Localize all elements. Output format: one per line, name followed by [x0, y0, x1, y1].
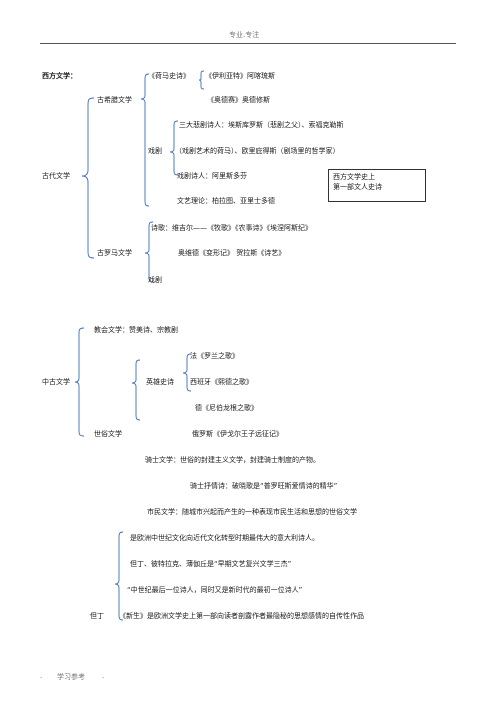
drama-bracket [169, 120, 179, 176]
ancient-bracket [81, 97, 95, 259]
roman-poetry: 诗歌：维吉尔——《牧歌》《农事诗》《埃涅阿斯纪》 [151, 224, 312, 232]
footer-left: . [40, 672, 43, 680]
dante-line-2: 但丁、彼特拉克、薄伽丘是“早期文艺复兴文学三杰” [130, 560, 292, 568]
knight-lyric: 骑士抒情诗：破晓歌是“普罗旺斯爱情诗的精华” [190, 482, 338, 490]
heroic-bracket [131, 359, 141, 421]
heroic-epic-label: 英雄史诗 [146, 378, 174, 386]
france-epic: 法《罗兰之歌》 [190, 352, 239, 360]
secular-literature-label: 世俗文学 [94, 430, 122, 438]
western-title: 西方文学： [42, 72, 77, 80]
dante-line-1: 是欧洲中世纪文化向近代文化转型时期最伟大的意大利诗人。 [130, 534, 319, 542]
euripides-line: （戏剧艺术的荷马）、欧里庇得斯（剧场里的哲学家） [175, 147, 340, 155]
footer-text: 学习参考 [57, 673, 85, 681]
callout-line-2: 第一部文人史诗 [333, 183, 382, 191]
callout-line-1: 西方文学史上 [333, 173, 375, 181]
countries-bracket [182, 353, 192, 392]
odyssey-entry: 《奥德赛》奥德修斯 [207, 96, 270, 104]
dante-label: 但丁 [90, 612, 104, 620]
dante-line-4: 《新生》是欧洲文学史上第一部向读者剖露作者最隐秘的思想感情的自传性作品 [119, 612, 364, 620]
dante-line-3: “中世纪最后一位诗人，同时又是新时代的最初一位诗人” [127, 586, 303, 594]
page-header: 专业.专注 [229, 31, 260, 39]
homer-epics: 《荷马史诗》 [148, 72, 190, 80]
annotation-callout: 西方文学史上 第一部文人史诗 [328, 169, 426, 202]
knight-literature: 骑士文学：世俗的封建主义文学，封建骑士制度的产物。 [145, 456, 320, 464]
church-literature: 教会文学：赞美诗、宗教剧 [94, 326, 178, 334]
ancient-literature-label: 古代文学 [42, 172, 70, 180]
russia-epic: 俄罗斯《伊戈尔王子远征记》 [192, 430, 283, 438]
dante-bracket [114, 531, 124, 621]
footer-right: . [102, 672, 105, 680]
greek-bracket [140, 73, 150, 207]
comedy-poet: 戏剧诗人：阿里斯多芬 [177, 172, 247, 180]
medieval-literature-label: 中古文学 [42, 378, 70, 386]
drama-label: 戏剧 [148, 147, 162, 155]
roman-literature-label: 古罗马文学 [97, 249, 132, 257]
roman-bracket [144, 221, 154, 283]
iliad-entry: 《伊利亚特》阿喀琉斯 [205, 72, 275, 80]
homer-bracket [198, 70, 205, 90]
header-rule [40, 43, 456, 44]
greek-literature-label: 古希腊文学 [97, 96, 132, 104]
roman-drama-label: 戏剧 [148, 276, 162, 284]
literary-theory: 文艺理论：柏拉图、亚里士多德 [177, 197, 275, 205]
spain-epic: 西班牙《熙德之歌》 [190, 378, 253, 386]
germany-epic: 德《尼伯龙根之歌》 [195, 404, 258, 412]
medieval-bracket [74, 327, 85, 437]
ovid-horace: 奥维德《变形记》 贺拉斯《诗艺》 [178, 249, 286, 257]
tragedy-poets: 三大悲剧诗人：埃斯库罗斯（悲剧之父）、索福克勒斯 [179, 121, 344, 129]
civic-literature: 市民文学：随城市兴起而产生的一种表现市民生活和思想的世俗文学 [147, 508, 357, 516]
